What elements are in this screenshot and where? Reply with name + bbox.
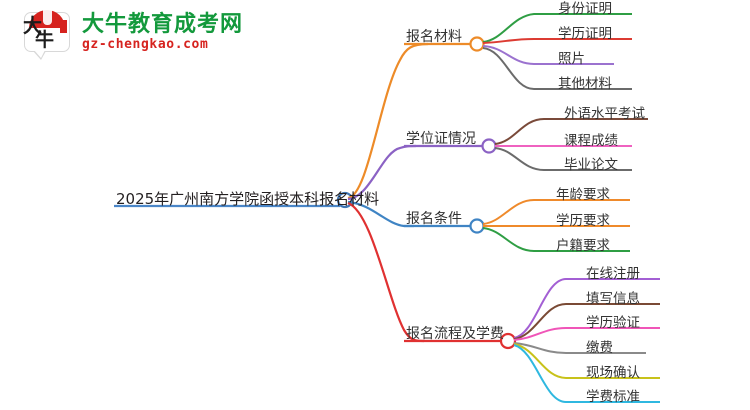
leaf-curve-1-3 [482, 45, 560, 65]
site-logo[interactable]: 大 牛 大牛教育成考网 gz-chengkao.com [22, 8, 244, 60]
leaf-curve-4-3 [513, 327, 588, 341]
leaf-curve-4-1 [513, 278, 588, 339]
leaf-label-4-4[interactable]: 缴费 [586, 340, 613, 356]
leaf-label-4-6[interactable]: 学费标准 [586, 389, 640, 405]
logo-domain: gz-chengkao.com [82, 37, 209, 52]
branch-node-circle-3[interactable] [469, 218, 485, 234]
branch-node-circle-1[interactable] [469, 36, 485, 52]
leaf-label-1-1[interactable]: 身份证明 [558, 1, 612, 17]
logo-mark-char-2: 牛 [35, 29, 54, 51]
leaf-curve-1-2 [482, 38, 560, 44]
leaf-curve-2-1 [494, 118, 566, 145]
leaf-label-1-4[interactable]: 其他材料 [558, 76, 612, 92]
leaf-label-1-3[interactable]: 照片 [558, 51, 585, 67]
leaf-curve-3-3 [482, 227, 558, 252]
leaf-label-4-5[interactable]: 现场确认 [586, 365, 640, 381]
leaf-curve-3-1 [482, 199, 558, 225]
root-node-label[interactable]: 2025年广州南方学院函授本科报名材料 [116, 190, 380, 208]
branch-label-1[interactable]: 报名材料 [406, 29, 462, 45]
leaf-curve-4-6 [513, 344, 588, 403]
leaf-label-3-3[interactable]: 户籍要求 [556, 238, 610, 254]
logo-mark-char-1: 大 [23, 15, 42, 37]
branch-label-2[interactable]: 学位证情况 [406, 131, 476, 147]
branch-label-4[interactable]: 报名流程及学费 [406, 326, 504, 342]
leaf-label-4-1[interactable]: 在线注册 [586, 266, 640, 282]
leaf-label-3-1[interactable]: 年龄要求 [556, 187, 610, 203]
leaf-curve-1-4 [482, 47, 560, 90]
leaf-label-3-2[interactable]: 学历要求 [556, 213, 610, 229]
branch-node-circle-4[interactable] [499, 332, 517, 350]
leaf-curve-4-5 [513, 343, 588, 379]
leaf-label-2-3[interactable]: 毕业论文 [564, 157, 618, 173]
logo-mark-icon: 大 牛 [22, 8, 74, 60]
branch-node-circle-2[interactable] [481, 138, 497, 154]
leaf-label-2-1[interactable]: 外语水平考试 [564, 106, 645, 122]
leaf-curve-4-4 [513, 342, 588, 354]
leaf-curve-1-1 [482, 13, 560, 43]
leaf-label-4-3[interactable]: 学历验证 [586, 315, 640, 331]
leaf-label-4-2[interactable]: 填写信息 [586, 291, 640, 307]
logo-brand-name: 大牛教育成考网 [82, 12, 244, 37]
leaf-curve-2-3 [494, 147, 566, 171]
branch-label-3[interactable]: 报名条件 [406, 211, 462, 227]
leaf-label-1-2[interactable]: 学历证明 [558, 26, 612, 42]
branch-curve-1 [347, 42, 429, 200]
leaf-curve-4-2 [513, 303, 588, 340]
leaf-label-2-2[interactable]: 课程成绩 [564, 133, 618, 149]
